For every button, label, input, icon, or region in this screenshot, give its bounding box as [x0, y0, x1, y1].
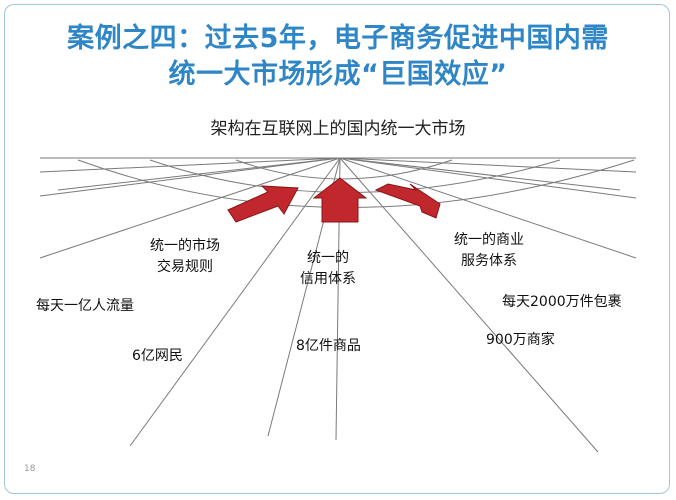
- arrow-center: [312, 177, 368, 223]
- pillar-credit-system-line1: 统一的: [307, 250, 349, 266]
- pillar-credit-system: 统一的 信用体系: [300, 248, 356, 290]
- pillar-service-system-line1: 统一的商业: [454, 232, 524, 248]
- pillar-service-system-line2: 服务体系: [461, 253, 517, 269]
- stat-daily-packages: 每天2000万件包裹: [502, 294, 622, 310]
- stat-merchants: 900万商家: [486, 332, 555, 348]
- radial-left-long: [129, 157, 341, 447]
- page-number: 18: [24, 464, 36, 474]
- slide-title-line1: 案例之四：过去5年，电子商务促进中国内需: [67, 23, 609, 54]
- pillar-service-system: 统一的商业 服务体系: [454, 230, 524, 272]
- slide-title-line2: 统一大市场形成“巨国效应”: [168, 59, 508, 90]
- pillar-trading-rules-line2: 交易规则: [157, 259, 213, 275]
- pillar-trading-rules-line1: 统一的市场: [150, 238, 220, 254]
- radial-right-long: [339, 157, 599, 453]
- stat-users: 6亿网民: [132, 348, 183, 364]
- stat-daily-traffic: 每天一亿人流量: [36, 298, 134, 314]
- arrow-left: [227, 185, 299, 223]
- stat-products: 8亿件商品: [296, 338, 361, 354]
- red-arrows: [227, 177, 441, 223]
- slide-frame: [4, 4, 670, 494]
- pillar-trading-rules: 统一的市场 交易规则: [150, 236, 220, 278]
- pillar-credit-system-line2: 信用体系: [300, 271, 356, 287]
- diagram-title: 架构在互联网上的国内统一大市场: [210, 119, 466, 139]
- arrow-right: [374, 183, 441, 219]
